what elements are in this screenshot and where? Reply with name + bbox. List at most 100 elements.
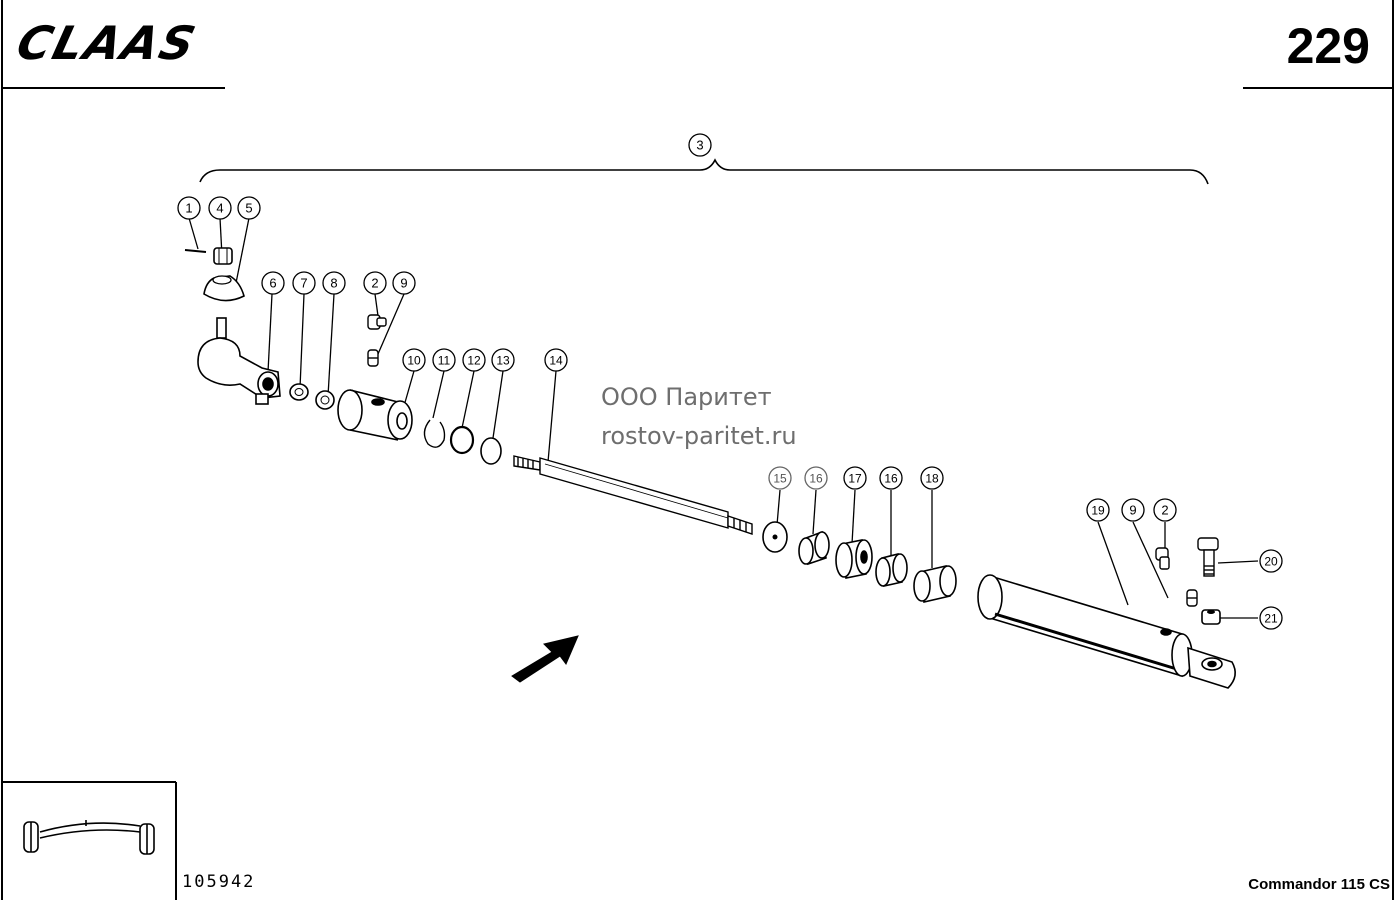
callout-circle [237,196,261,220]
callout-circle [432,348,456,372]
callout-label: 1 [185,201,192,216]
callout-circle [1121,498,1145,522]
callout-7: 7 [292,271,316,295]
washer [762,521,788,553]
dust-boot [203,275,245,302]
callout-circle [322,271,346,295]
callout-circle [1259,549,1283,573]
callout-circle [292,271,316,295]
callout-circle [208,196,232,220]
drawing-number: 105942 [182,872,256,892]
lock-nut [315,390,335,410]
callout-13: 13 [491,348,515,372]
callout-9: 9 [1121,498,1145,522]
bolt-nut [1201,609,1221,625]
leader-lines [188,217,1259,619]
callout-circle [804,466,828,490]
callout-circle [688,133,712,157]
callout-label: 9 [1129,503,1136,518]
circlip [423,419,446,448]
callout-2: 2 [1153,498,1177,522]
piston-seal [875,553,908,587]
callout-14: 14 [544,348,568,372]
callout-circle [363,271,387,295]
callout-circle [392,271,416,295]
callout-10: 10 [402,348,426,372]
callout-circle [879,466,903,490]
callout-circle [843,466,867,490]
tie-rod-end [197,317,281,405]
callout-11: 11 [432,348,456,372]
callout-4: 4 [208,196,232,220]
callout-circle [1153,498,1177,522]
callout-8: 8 [322,271,346,295]
callout-label: 9 [400,276,407,291]
clamp-sleeve [337,389,413,441]
callout-label: 8 [330,276,337,291]
cylinder-cap [913,565,957,603]
cylinder-body [977,574,1236,689]
callout-label: 14 [549,354,563,368]
callout-16: 16 [879,466,903,490]
page-number: 229 [1286,18,1370,74]
callout-circle [768,466,792,490]
cotter-pin [184,249,207,253]
callout-label: 18 [925,472,939,486]
callout-circle [462,348,486,372]
watermark-company: ООО Паритет [601,383,772,411]
grease-nipple-right [1186,589,1198,607]
grease-nipple-angled [367,314,387,330]
callout-circle [544,348,568,372]
callout-label: 13 [496,354,510,368]
callout-label: 7 [300,276,307,291]
callout-9: 9 [392,271,416,295]
grease-nipple [367,349,379,367]
callout-label: 3 [696,138,703,153]
callout-label: 21 [1264,612,1278,626]
travel-direction-arrow [511,635,579,683]
callout-21: 21 [1259,606,1283,630]
callout-label: 19 [1091,504,1105,518]
castle-nut [213,247,233,265]
callout-label: 16 [809,472,823,486]
callout-label: 11 [438,354,451,368]
callout-label: 17 [848,472,862,486]
callout-19: 19 [1086,498,1110,522]
callout-1: 1 [177,196,201,220]
callout-circle [491,348,515,372]
callout-2: 2 [363,271,387,295]
callout-5: 5 [237,196,261,220]
callout-18: 18 [920,466,944,490]
callout-label: 2 [371,276,378,291]
callout-12: 12 [462,348,486,372]
grease-nipple-angled-right [1155,547,1170,570]
callout-label: 15 [773,472,787,486]
callout-17: 17 [843,466,867,490]
callout-circle [1259,606,1283,630]
callout-6: 6 [261,271,285,295]
hex-nut [289,383,309,401]
callout-label: 20 [1264,555,1278,569]
bolt [1197,537,1219,577]
callout-label: 5 [245,201,252,216]
o-ring [480,437,502,465]
callout-label: 12 [467,354,481,368]
callout-circle [920,466,944,490]
callout-label: 2 [1161,503,1168,518]
callout-label: 6 [269,276,276,291]
callout-3: 3 [688,133,712,157]
machine-overview-thumbnail [23,820,155,855]
callout-15: 15 [768,466,792,490]
callout-label: 4 [216,201,223,216]
piston [835,539,873,579]
rod-seal [798,530,830,566]
assembly-brace [199,158,1209,185]
callout-16: 16 [804,466,828,490]
callout-circle [1086,498,1110,522]
claas-logo: CLAAS [11,16,203,70]
callout-label: 16 [884,472,898,486]
callout-circle [402,348,426,372]
